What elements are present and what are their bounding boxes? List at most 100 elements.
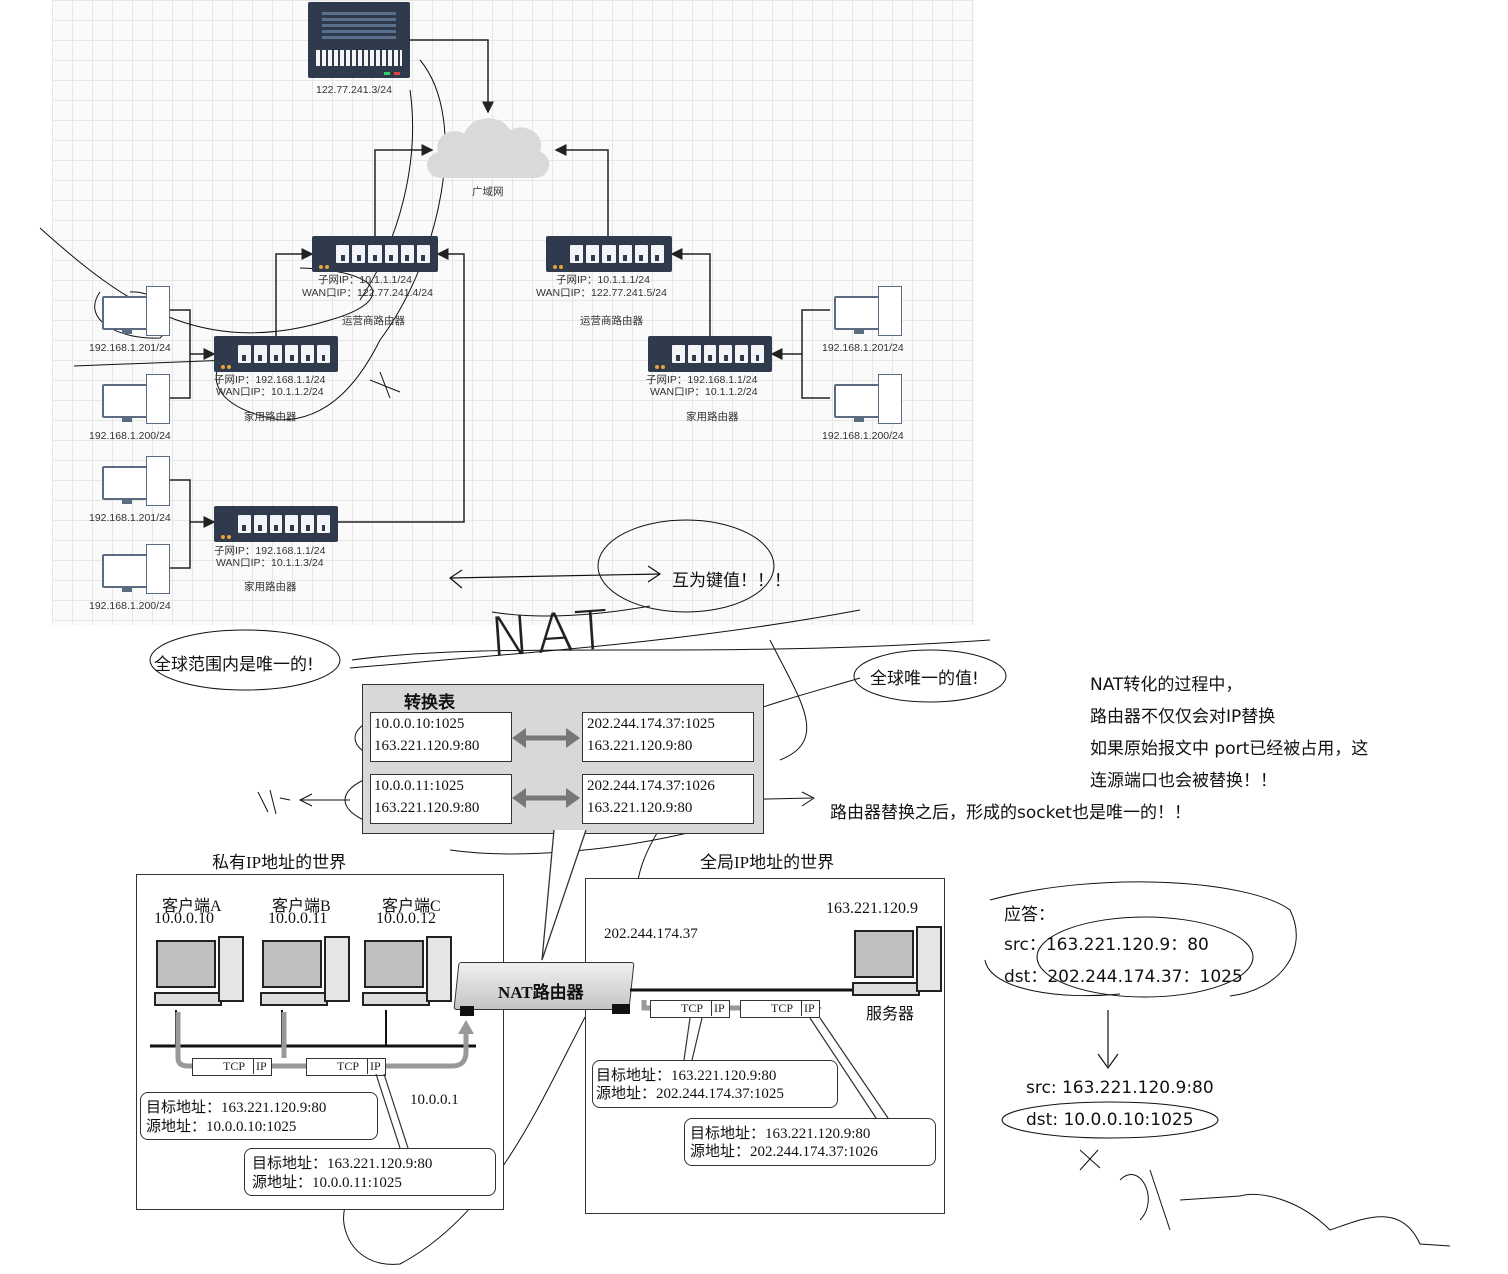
computer-icon xyxy=(102,544,172,596)
pc-right-b-ip: 192.168.1.200/24 xyxy=(822,430,904,442)
computer-icon xyxy=(834,374,904,426)
global-world-title: 全局IP地址的世界 xyxy=(700,853,835,872)
server-ip-label: 163.221.120.9 xyxy=(826,900,918,917)
pc-left-2a-ip: 192.168.1.201/24 xyxy=(89,512,171,524)
packet-a-tcp: TCP xyxy=(223,1059,246,1073)
pc-left-2b-ip: 192.168.1.200/24 xyxy=(89,600,171,612)
client-b-computer-icon xyxy=(260,936,350,1008)
router-global-ip: 202.244.174.37 xyxy=(604,926,698,942)
packet-b-tcp: TCP xyxy=(337,1059,360,1073)
packet-a-ip: IP xyxy=(253,1059,267,1074)
packet-a-label xyxy=(140,1092,378,1140)
packet-global-1-label xyxy=(592,1060,838,1108)
packet-b-ip: IP xyxy=(367,1059,381,1074)
note-global-unique-value: 全球唯一的值! xyxy=(870,669,979,689)
note-nat-explain-2: 路由器不仅仅会对IP替换 xyxy=(1090,707,1276,727)
packet-b-label xyxy=(244,1148,496,1196)
bidirectional-arrows xyxy=(512,728,580,808)
router-port-global xyxy=(612,1004,630,1014)
row2-global-a: 202.244.174.37:1026 xyxy=(587,778,715,794)
home2-label: 家用路由器 xyxy=(244,581,297,593)
conversion-table-title: 转换表 xyxy=(404,693,455,712)
note-socket-unique: 路由器替换之后，形成的socket也是唯一的！！ xyxy=(830,803,1191,823)
note-response-title: 应答： xyxy=(1004,905,1055,925)
home-router-1 xyxy=(214,336,338,372)
home3-label: 家用路由器 xyxy=(686,411,739,423)
home3-wan: WAN口IP：10.1.1.2/24 xyxy=(650,386,758,398)
row2-global-b: 163.221.120.9:80 xyxy=(587,800,693,816)
table-row-2-private xyxy=(370,774,512,824)
pc-left-1b-ip: 192.168.1.200/24 xyxy=(89,430,171,442)
isp-router-right xyxy=(546,236,672,272)
router-private-ip: 10.0.0.1 xyxy=(410,1092,459,1108)
isp-left-label: 运营商路由器 xyxy=(342,315,405,327)
packet-g1-ip: IP xyxy=(711,1001,725,1016)
nat-router-label: NAT路由器 xyxy=(498,983,584,1002)
packet-g1-src: 源地址：202.244.174.37:1025 xyxy=(596,1086,784,1102)
packet-global-1: TCP IP xyxy=(650,1000,730,1018)
home3-subnet: 子网IP：192.168.1.1/24 xyxy=(646,374,758,386)
table-row-2-global xyxy=(582,774,754,824)
packet-global-pointers xyxy=(683,1017,889,1119)
server-icon xyxy=(308,2,410,78)
home-router-3 xyxy=(648,336,772,372)
router-port-private xyxy=(460,1006,474,1016)
table-row-1-private xyxy=(370,712,512,762)
row1-private-a: 10.0.0.10:1025 xyxy=(374,716,465,732)
pc-left-1a-ip: 192.168.1.201/24 xyxy=(89,342,171,354)
packet-b-dst: 目标地址：163.221.120.9:80 xyxy=(252,1156,433,1172)
computer-icon xyxy=(102,286,172,338)
note-global-unique-range: 全球范围内是唯一的! xyxy=(154,655,314,675)
packet-a: TCP IP xyxy=(192,1058,272,1076)
note-response-src: src：163.221.120.9：80 xyxy=(1004,935,1209,955)
isp-right-wan: WAN口IP：122.77.241.5/24 xyxy=(536,287,667,299)
packet-a-src: 源地址：10.0.0.10:1025 xyxy=(146,1119,297,1135)
private-world-title: 私有IP地址的世界 xyxy=(212,853,347,872)
client-b-ip: 10.0.0.11 xyxy=(268,910,328,927)
isp-router-left xyxy=(312,236,438,272)
home2-subnet: 子网IP：192.168.1.1/24 xyxy=(214,545,326,557)
computer-icon xyxy=(834,286,904,338)
home2-wan: WAN口IP：10.1.1.3/24 xyxy=(216,557,324,569)
callout-tail xyxy=(541,830,587,961)
row1-global-a: 202.244.174.37:1025 xyxy=(587,716,715,732)
server-ip: 122.77.241.3/24 xyxy=(316,84,392,96)
row2-private-b: 163.221.120.9:80 xyxy=(374,800,480,816)
note-nat-scribble: NAT xyxy=(487,597,617,670)
packet-b-pointer xyxy=(375,1073,409,1149)
home1-subnet: 子网IP：192.168.1.1/24 xyxy=(214,374,326,386)
client-b-name: 客户端B xyxy=(272,898,331,915)
home1-label: 家用路由器 xyxy=(244,411,297,423)
client-c-computer-icon xyxy=(362,936,452,1008)
row2-private-a: 10.0.0.11:1025 xyxy=(374,778,464,794)
note-translated-src: src: 163.221.120.9:80 xyxy=(1026,1078,1214,1098)
packet-g2-dst: 目标地址：163.221.120.9:80 xyxy=(690,1126,871,1142)
note-response-dst: dst：202.244.174.37：1025 xyxy=(1004,967,1243,987)
packet-a-dst: 目标地址：163.221.120.9:80 xyxy=(146,1100,327,1116)
row1-private-b: 163.221.120.9:80 xyxy=(374,738,480,754)
client-c-name: 客户端C xyxy=(382,898,441,915)
client-a-computer-icon xyxy=(154,936,244,1008)
packet-g2-src: 源地址：202.244.174.37:1026 xyxy=(690,1144,878,1160)
isp-right-label: 运营商路由器 xyxy=(580,315,643,327)
home1-wan: WAN口IP：10.1.1.2/24 xyxy=(216,386,324,398)
packet-g1-tcp: TCP xyxy=(681,1001,704,1015)
cloud-icon xyxy=(427,118,550,178)
pc-right-a-ip: 192.168.1.201/24 xyxy=(822,342,904,354)
computer-icon xyxy=(102,456,172,508)
packet-g2-tcp: TCP xyxy=(771,1001,794,1015)
note-nat-explain-3: 如果原始报文中 port已经被占用，这 xyxy=(1090,739,1369,759)
note-nat-explain-4: 连源端口也会被替换！！ xyxy=(1090,771,1277,791)
server-label: 服务器 xyxy=(866,1006,915,1023)
isp-right-subnet: 子网IP：10.1.1.1/24 xyxy=(556,274,650,286)
server-computer-icon xyxy=(852,926,942,998)
packet-global-2: TCP IP xyxy=(740,1000,820,1018)
packet-b: TCP IP xyxy=(306,1058,386,1076)
cloud-label: 广域网 xyxy=(472,186,504,198)
note-key-value: 互为键值！！！ xyxy=(672,571,791,591)
client-a-ip: 10.0.0.10 xyxy=(154,910,214,927)
packet-g1-dst: 目标地址：163.221.120.9:80 xyxy=(596,1068,777,1084)
client-c-ip: 10.0.0.12 xyxy=(376,910,436,927)
isp-left-subnet: 子网IP：10.1.1.1/24 xyxy=(318,274,412,286)
note-translated-dst: dst: 10.0.0.10:1025 xyxy=(1026,1110,1194,1130)
